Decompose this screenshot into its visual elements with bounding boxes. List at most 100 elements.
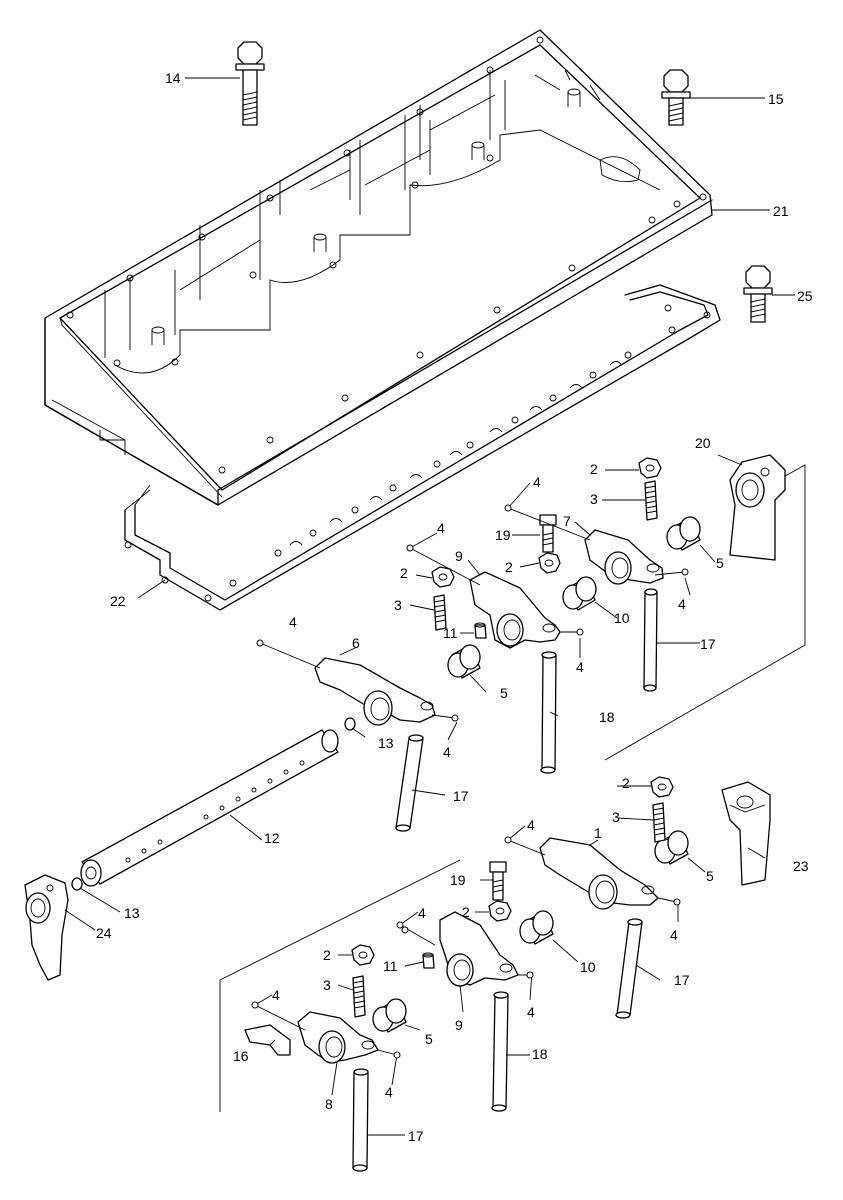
adjust-screw-3-c: [652, 802, 666, 843]
bushing-5-b: [666, 516, 701, 551]
callout-2-c: 2: [590, 461, 598, 477]
lower-assembly-frame: [219, 859, 461, 1112]
callout-20: 20: [695, 435, 711, 451]
callout-13-b: 13: [124, 905, 140, 921]
callout-23: 23: [793, 858, 809, 874]
callout-1: 1: [594, 825, 602, 841]
bolt-19-a: [539, 514, 557, 553]
bolt-14: [235, 41, 265, 126]
adjust-screw-3-d: [352, 975, 366, 1018]
callout-8: 8: [325, 1096, 333, 1112]
nut-2-e: [488, 900, 512, 922]
callout-17-b: 17: [700, 636, 716, 652]
callout-labels: 14 15 21 25 22 20 2 4 3 7 4 19 9 2 5 2 3…: [96, 70, 813, 1144]
callout-4-k: 4: [527, 1004, 535, 1020]
callout-12: 12: [264, 830, 280, 846]
callout-17-c: 17: [674, 972, 690, 988]
callout-22: 22: [110, 593, 126, 609]
callout-4-c: 4: [678, 596, 686, 612]
callout-18-a: 18: [599, 709, 615, 725]
callout-21: 21: [773, 203, 789, 219]
bracket-24: [24, 874, 69, 981]
callout-2-e: 2: [462, 904, 470, 920]
callout-4-f: 4: [443, 744, 451, 760]
bolt-15: [661, 69, 691, 126]
callout-25: 25: [797, 288, 813, 304]
screw-11-b: [422, 952, 435, 969]
pushrod-17-d: [352, 1068, 369, 1172]
plug-13-upper: [344, 717, 356, 731]
bushing-5-a: [447, 644, 481, 679]
pushrod-17-a: [395, 734, 424, 832]
rocker-arm-8: [297, 1011, 379, 1064]
callout-4-i: 4: [670, 927, 678, 943]
callout-5-b: 5: [716, 555, 724, 571]
callout-3-d: 3: [323, 977, 331, 993]
callout-4-e: 4: [576, 659, 584, 675]
callout-3-a: 3: [394, 597, 402, 613]
rocker-arm-1: [539, 837, 659, 910]
pushrod-17-c: [615, 918, 643, 1019]
callout-19-b: 19: [450, 872, 466, 888]
bushing-10-a: [562, 576, 597, 611]
pushrod-18-b: [491, 991, 509, 1112]
bushing-5-d: [372, 998, 407, 1033]
callout-14: 14: [165, 70, 181, 86]
callout-2-d: 2: [622, 775, 630, 791]
reference-dots: [251, 504, 689, 1059]
callout-18-b: 18: [532, 1046, 548, 1062]
callout-4-d: 4: [289, 614, 297, 630]
adjust-screw-3-a: [433, 594, 447, 631]
nut-2-d: [650, 776, 674, 798]
callout-3-c: 3: [612, 809, 620, 825]
nut-2-f: [351, 944, 375, 966]
callout-2-a: 2: [400, 565, 408, 581]
callout-4-h: 4: [418, 905, 426, 921]
callout-7: 7: [563, 513, 571, 529]
bolt-25: [743, 265, 773, 323]
clip-16: [244, 1024, 291, 1056]
bushing-10-b: [519, 910, 554, 945]
callout-4-b: 4: [437, 520, 445, 536]
bushing-5-c: [654, 830, 689, 865]
valve-cover: [44, 29, 713, 506]
adjust-screw-3-b: [644, 480, 658, 521]
callout-10-a: 10: [614, 610, 630, 626]
callout-17-d: 17: [408, 1128, 424, 1144]
callout-4-a: 4: [533, 474, 541, 490]
callout-11-a: 11: [443, 625, 458, 641]
callout-10-b: 10: [580, 959, 596, 975]
callout-5-c: 5: [706, 868, 714, 884]
callout-24: 24: [96, 925, 112, 941]
callout-4-g: 4: [527, 817, 535, 833]
nut-2-c: [638, 457, 662, 479]
callout-13-a: 13: [378, 735, 394, 751]
callout-2-b: 2: [505, 559, 513, 575]
rocker-shaft: [80, 729, 339, 887]
bracket-20: [729, 454, 786, 561]
bracket-23: [721, 781, 771, 886]
callout-5-d: 5: [425, 1031, 433, 1047]
callout-4-l: 4: [385, 1084, 393, 1100]
nut-2-a: [431, 566, 455, 588]
callout-6: 6: [352, 635, 360, 651]
callout-9-b: 9: [455, 1017, 463, 1033]
upper-assembly-frame: [604, 464, 806, 761]
pushrod-18-a: [540, 651, 557, 774]
rocker-arm-6: [314, 657, 436, 726]
leader-lines: [64, 77, 795, 1136]
callout-19-a: 19: [495, 527, 511, 543]
callout-9-a: 9: [455, 548, 463, 564]
callout-4-j: 4: [272, 987, 280, 1003]
pushrod-17-b: [643, 588, 658, 692]
callout-17-a: 17: [453, 788, 469, 804]
rocker-arm-9-upper: [469, 571, 561, 649]
callout-16: 16: [233, 1048, 249, 1064]
callout-3-b: 3: [590, 491, 598, 507]
nut-2-b: [538, 552, 561, 574]
screw-11-a: [474, 622, 487, 639]
bolt-19-b: [489, 861, 507, 901]
rocker-arm-9-lower: [439, 911, 519, 987]
